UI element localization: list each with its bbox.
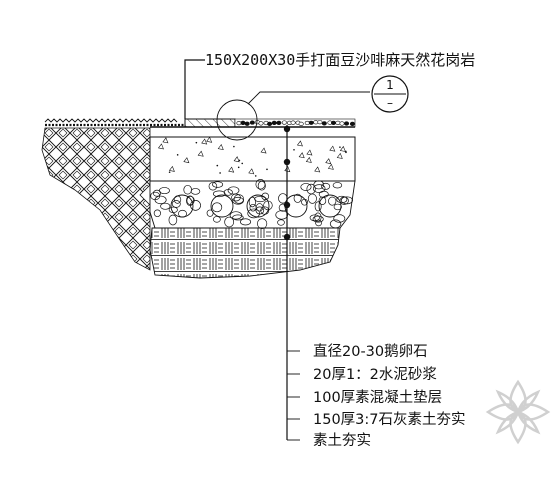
detail-leader	[247, 91, 370, 105]
pebble-surface-layer	[234, 118, 356, 128]
layer-label-concrete: 100厚素混凝土垫层	[313, 389, 442, 406]
leader-dot-1	[283, 125, 291, 133]
detail-circle	[216, 99, 258, 141]
layer-label-lime-soil: 150厚3:7石灰素土夯实	[313, 411, 466, 428]
gravel-lime-soil-layer	[149, 179, 356, 229]
concrete-bed-layer	[149, 136, 356, 182]
leader-top	[184, 59, 205, 119]
lotus-logo-icon	[485, 379, 551, 445]
grass-texture	[44, 118, 178, 123]
layer-label-subgrade: 素土夯实	[313, 432, 371, 449]
layer-label-mortar: 20厚1：2水泥砂浆	[313, 365, 437, 383]
detail-marker: 1 –	[371, 75, 409, 113]
detail-marker-number: 1	[386, 78, 394, 92]
leader-dot-2	[283, 158, 291, 166]
leader-dot-4	[283, 233, 291, 241]
soil-hatch-left	[41, 127, 151, 271]
granite-slab	[184, 118, 236, 128]
layer-labels: 直径20-30鹅卵石 20厚1：2水泥砂浆 100厚素混凝土垫层 150厚3:7…	[287, 343, 466, 449]
leader-dot-3	[283, 201, 291, 209]
layer-label-pebble: 直径20-30鹅卵石	[313, 343, 428, 360]
compacted-soil-layer	[149, 227, 341, 279]
detail-marker-sub: –	[387, 96, 393, 110]
callout-top-label: 150X200X30手打面豆沙啡麻天然花岗岩	[205, 51, 475, 69]
